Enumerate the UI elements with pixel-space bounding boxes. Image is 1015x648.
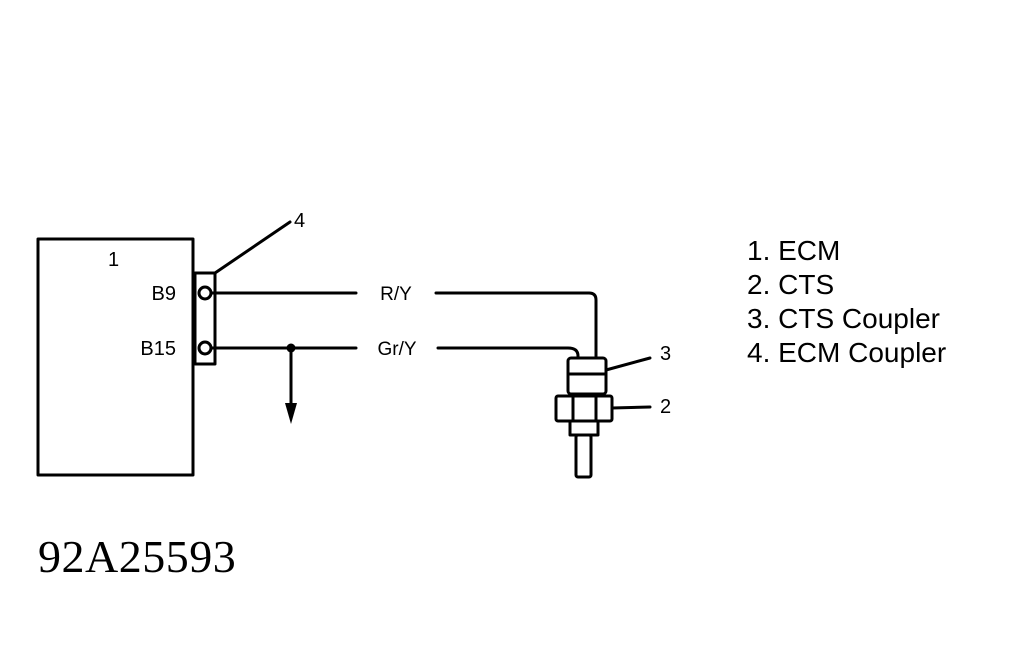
legend-item-cts: 2. CTS [747,269,835,300]
splice-dot [286,343,296,353]
wire-label-gry: Gr/Y [377,339,416,360]
legend: 1. ECM 2. CTS 3. CTS Coupler 4. ECM Coup… [747,234,946,370]
wire-ry [209,291,598,358]
legend-item-ecm-coupler: 4. ECM Coupler [747,337,947,368]
callout-cts-coupler: 3 [660,343,671,365]
ecm-box [36,237,195,477]
pin-label-b9: B9 [152,283,176,305]
callout-ecm-coupler: 4 [294,210,305,232]
callout-ecm: 1 [108,249,119,271]
cts-probe [574,433,593,479]
callout-cts: 2 [660,396,671,418]
pin-b9-terminal [197,285,213,301]
wire-label-ry: R/Y [380,284,412,305]
cts-coupler-leader [604,356,652,372]
down-arrow-icon [285,403,297,424]
wire-gry [209,346,580,364]
pin-b15-terminal [197,340,213,356]
cts-coupler-body [566,356,608,396]
cts-hex-nut [554,394,614,423]
cts-thread [568,419,600,437]
legend-item-ecm: 1. ECM [747,235,841,266]
figure-id: 92A25593 [38,531,237,582]
legend-item-cts-coupler: 3. CTS Coupler [747,303,940,334]
cts-leader [610,405,652,410]
pin-label-b15: B15 [140,338,176,360]
ecm-coupler-leader [213,220,292,275]
ecm-coupler [193,271,217,366]
